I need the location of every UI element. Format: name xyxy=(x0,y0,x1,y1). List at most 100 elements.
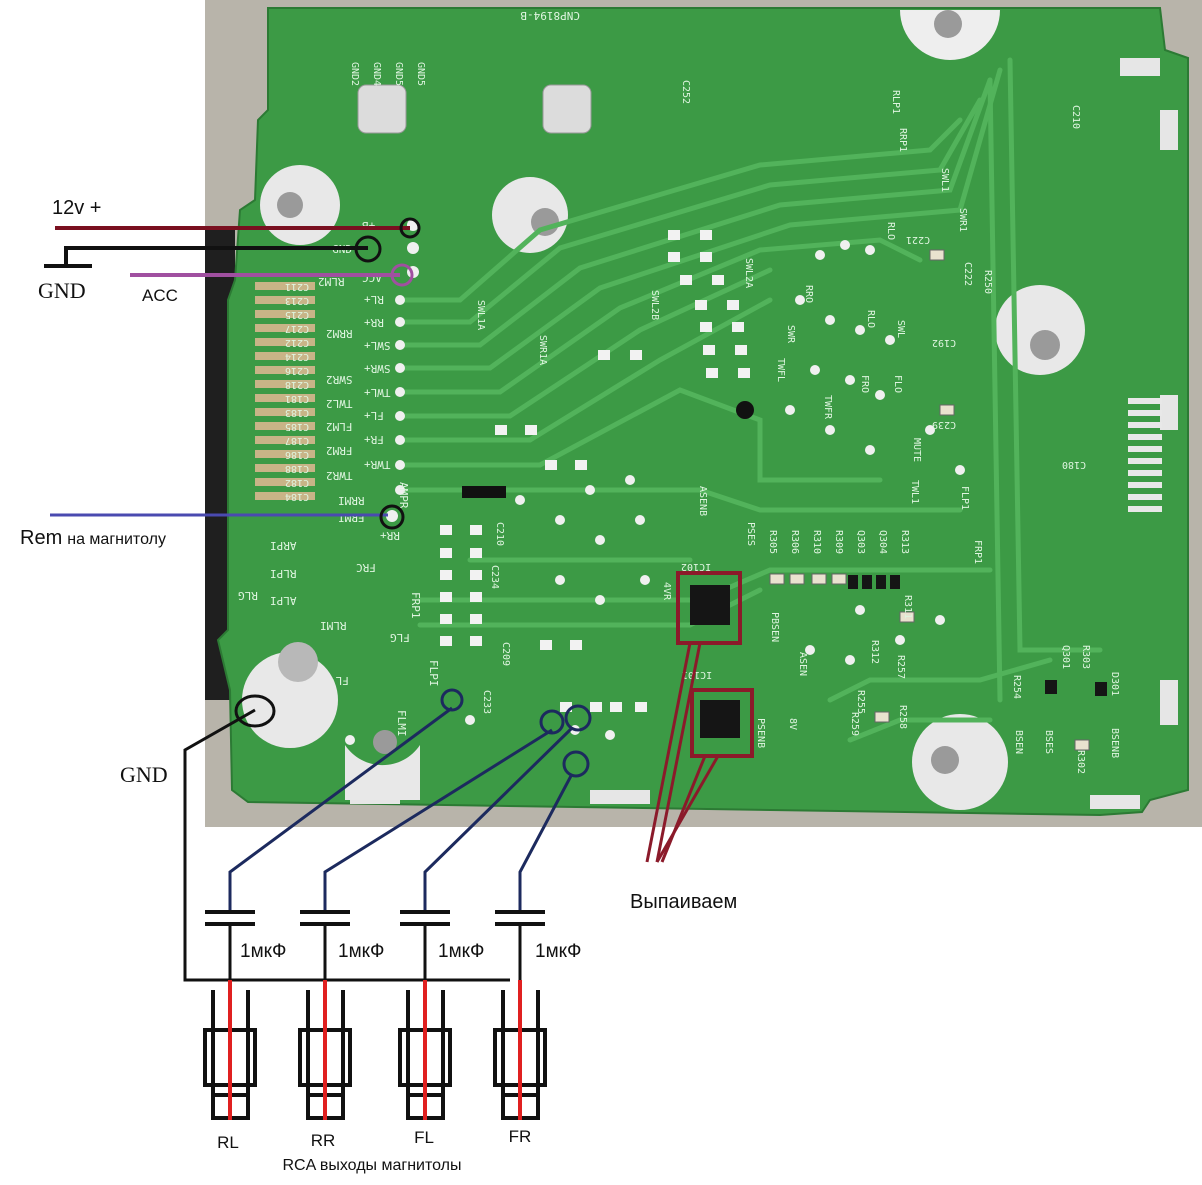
desolder-pointers xyxy=(645,642,720,863)
board-label: R250 xyxy=(982,270,993,294)
wire-gnd-top xyxy=(64,246,368,266)
cap-label: C181 xyxy=(285,393,309,404)
pin-label: SWL+ xyxy=(364,339,391,352)
board-label: C209 xyxy=(500,642,511,666)
board-label: TWFR xyxy=(822,395,833,420)
capacitor-label: 1мкФ xyxy=(438,941,484,962)
cap-label: C184 xyxy=(285,491,309,502)
pcb-bottom-edge-white2 xyxy=(590,790,650,804)
board-label: C210 xyxy=(1070,105,1081,129)
board-label: 8V xyxy=(787,718,798,730)
pin-label: SWR2 xyxy=(326,373,353,386)
marker-gnd-bottom xyxy=(234,694,276,728)
board-label: ASENB xyxy=(697,486,708,516)
label-desolder: Выпаиваем xyxy=(630,891,737,913)
mounting-holes xyxy=(242,10,1085,810)
pin-label: RLM2 xyxy=(318,275,345,288)
board-label: Q304 xyxy=(877,530,888,554)
pin-label: RR+ xyxy=(380,529,400,542)
board-label: R303 xyxy=(1080,645,1091,669)
pcb-top-label: GND5 xyxy=(415,62,426,86)
board-label: RLP1 xyxy=(890,90,901,114)
board-label: PSENB xyxy=(755,718,766,748)
board-label: BSES xyxy=(1043,730,1054,754)
wire-gnd-bottom xyxy=(183,708,510,982)
rca-caption: RCA выходы магнитолы xyxy=(282,1157,461,1174)
board-label: FLP1 xyxy=(959,486,970,510)
pin-label: FR+ xyxy=(364,433,384,446)
board-label: FRO xyxy=(859,375,870,393)
board-label: R254 xyxy=(1011,675,1022,699)
board-label: 4VR xyxy=(661,582,672,601)
pcb-ic-labels: IC102 IC101 4VR PSENB PBSEN ASEN 8V xyxy=(661,561,808,748)
label-gnd-top: GND xyxy=(38,278,86,303)
board-label: C221 xyxy=(906,234,930,245)
label-gnd-bottom: GND xyxy=(120,762,168,787)
marker-output-rl xyxy=(539,709,565,735)
cap-label: C216 xyxy=(285,365,309,376)
pcb-bottom-edge-white xyxy=(1090,795,1140,809)
marker-acc xyxy=(390,263,414,287)
label-12v: 12v + xyxy=(52,197,101,219)
highlight-ic101 xyxy=(690,688,754,758)
board-label: R312 xyxy=(869,640,880,664)
board-label: SWL2B xyxy=(649,290,660,320)
board-label: SWR1 xyxy=(957,208,968,232)
board-label: ASEN xyxy=(797,652,808,676)
pin-label: RRM2 xyxy=(326,327,353,340)
board-label: BSENB xyxy=(1109,728,1120,758)
board-label: SWR1A xyxy=(537,335,548,365)
board-label: FRP1 xyxy=(972,540,983,564)
capacitor-label: 1мкФ xyxy=(535,941,581,962)
board-label: R258 xyxy=(897,705,908,729)
signal-wires xyxy=(228,706,574,910)
board-label: SWR xyxy=(785,325,796,344)
board-label: Q303 xyxy=(855,530,866,554)
board-label: RLO xyxy=(865,310,876,328)
cap-label: C185 xyxy=(285,421,309,432)
board-label: ALPI xyxy=(270,594,297,607)
board-label: C210 xyxy=(494,522,505,546)
ic101-chip xyxy=(700,700,740,738)
pin-label: RL+ xyxy=(364,293,384,306)
board-label: RRO xyxy=(803,285,814,303)
marker-output-fl xyxy=(562,750,590,778)
capacitor-leads xyxy=(228,924,522,990)
board-label: TWFL xyxy=(775,358,786,382)
rca-connectors xyxy=(203,990,547,1120)
label-acc: ACC xyxy=(142,286,178,305)
marker-rem xyxy=(379,504,405,530)
board-label: RLPI xyxy=(270,567,297,580)
board-label: FLO xyxy=(892,375,903,393)
pcb-capacitor-labels: C211 C213 C215 C217 C212 C214 C216 C218 … xyxy=(285,281,309,502)
cap-label: C218 xyxy=(285,379,309,390)
board-label: R309 xyxy=(833,530,844,554)
board-label: FRC xyxy=(356,561,376,574)
pcb-part-number: CNP8194-B xyxy=(520,9,580,22)
pin-label: TWL2 xyxy=(326,397,353,410)
pin-label: SWR+ xyxy=(364,362,391,375)
board-label: TWL1 xyxy=(909,480,920,504)
board-label: RLMI xyxy=(320,619,347,632)
board-label: FLMI xyxy=(395,710,408,737)
board-label: C239 xyxy=(932,419,956,430)
board-label: Q301 xyxy=(1060,645,1071,669)
pcb-right-edge-white2 xyxy=(1160,110,1178,150)
capacitor-symbols xyxy=(205,910,545,926)
label-rem-sub: на магнитолу xyxy=(67,531,166,548)
pcb-lower-left-labels: ARPI RLPI ALPI RLG RLMI FRC FRP1 FLG FLP… xyxy=(238,539,440,737)
pcb-top-label: GND4 xyxy=(371,62,382,86)
board-label: SWL1 xyxy=(939,168,950,192)
pcb-resistor-labels: R305 R306 R310 R309 Q303 Q304 R313 R311 … xyxy=(767,530,1120,774)
board-label: PBSEN xyxy=(769,612,780,642)
board-label: C222 xyxy=(962,262,973,286)
board-label: MUTE xyxy=(911,438,922,462)
board-label: PSES xyxy=(745,522,756,546)
board-label: FRP1 xyxy=(409,592,422,619)
cap-label: C188 xyxy=(285,463,309,474)
capacitor-label: 1мкФ xyxy=(338,941,384,962)
pin-label: TWL+ xyxy=(364,386,391,399)
board-label: IC101 xyxy=(682,669,712,680)
board-label: C234 xyxy=(489,565,500,589)
